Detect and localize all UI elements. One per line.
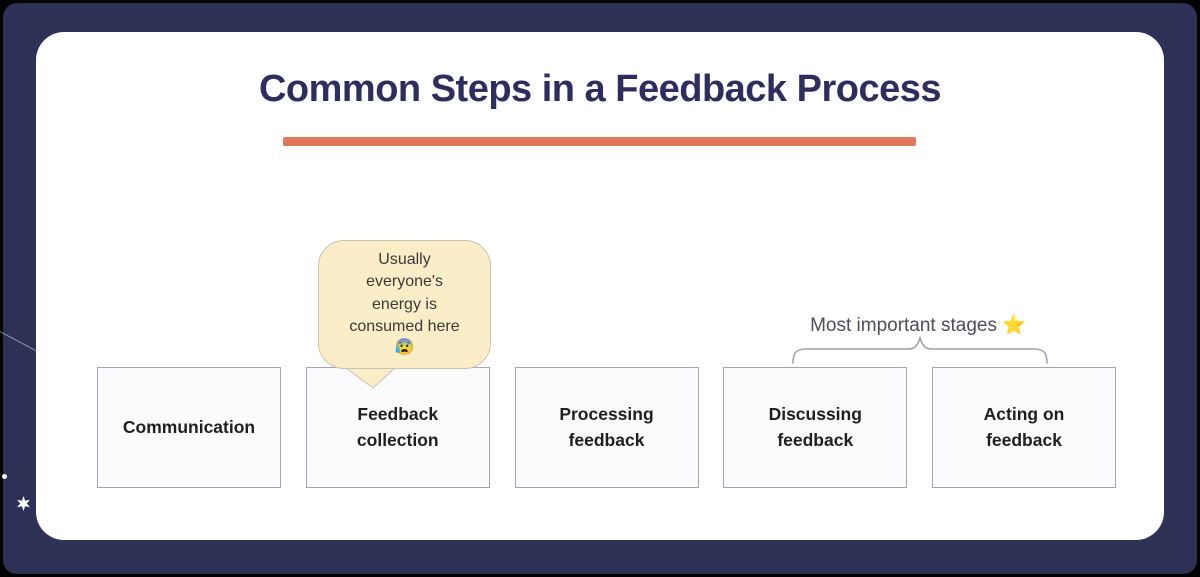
dot-decoration	[2, 474, 7, 479]
step-label: Communication	[122, 416, 256, 437]
callout-tail	[342, 366, 398, 389]
step-box-communication: Communication	[97, 367, 281, 488]
callout-bubble: Usually everyone's energy is consumed he…	[318, 240, 491, 369]
step-label: Discussing feedback	[768, 404, 862, 450]
title-underline	[283, 137, 916, 146]
step-box-acting-on-feedback: Acting on feedback	[932, 367, 1116, 488]
sparkle-icon	[17, 496, 30, 511]
step-label: Processing feedback	[559, 404, 654, 450]
step-box-processing-feedback: Processing feedback	[514, 367, 699, 488]
step-label: Feedback collection	[356, 404, 439, 450]
step-box-discussing-feedback: Discussing feedback	[723, 367, 908, 488]
steps-row: Communication Feedback collection Proces…	[97, 367, 1116, 488]
step-label: Acting on feedback	[983, 404, 1065, 450]
annotation-label: Most important stages ⭐	[758, 313, 1078, 337]
page-title: Common Steps in a Feedback Process	[258, 68, 942, 110]
star-emoji-icon: ⭐	[1002, 315, 1026, 336]
curly-brace-icon	[792, 336, 1048, 364]
step-box-feedback-collection: Feedback collection	[305, 367, 490, 488]
annotation-text: Most important stages	[810, 315, 997, 336]
callout-text: Usually everyone's energy is consumed he…	[349, 251, 460, 335]
anxious-sweat-emoji-icon: 😰	[394, 338, 415, 356]
